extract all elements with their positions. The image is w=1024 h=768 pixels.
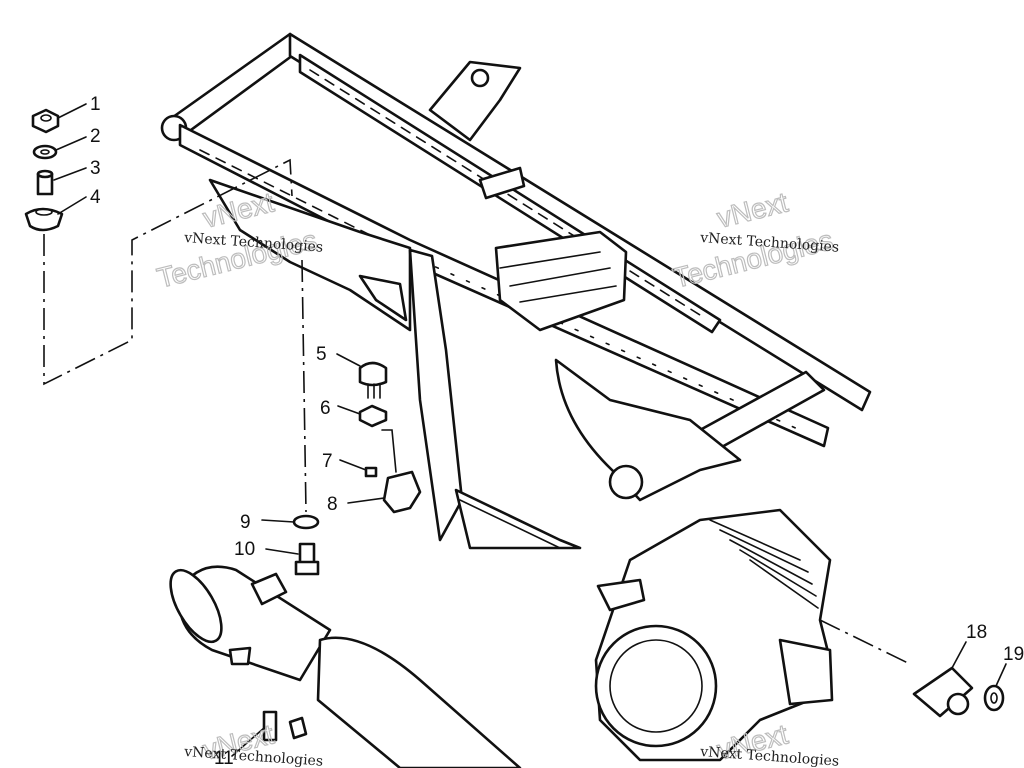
engine-assembly <box>594 508 834 762</box>
vehicle-frame <box>160 32 872 550</box>
watermark-top-right: vNext Technologies vNext Technologies <box>669 186 839 295</box>
callout-8: 8 <box>327 494 338 515</box>
callout-7: 7 <box>322 451 333 472</box>
callout-19: 19 <box>1003 644 1024 665</box>
callout-11: 11 <box>214 748 234 768</box>
fastener-parts <box>24 108 1005 742</box>
watermark-line1: vNext <box>714 186 791 233</box>
callout-18: 18 <box>966 622 987 643</box>
callout-3: 3 <box>90 158 101 179</box>
muffler-assembly <box>169 565 522 768</box>
callout-9: 9 <box>240 512 251 533</box>
callout-1: 1 <box>90 94 101 115</box>
callout-4: 4 <box>90 187 101 208</box>
leader-lines <box>43 103 1007 757</box>
callout-5: 5 <box>316 344 327 365</box>
callout-6: 6 <box>320 398 331 419</box>
callout-labels: 1 2 3 4 5 6 7 8 9 10 11 18 19 <box>90 94 1024 768</box>
callout-2: 2 <box>90 126 101 147</box>
watermark-bottom-right: vNext vNext Technologies <box>699 718 840 768</box>
callout-10: 10 <box>234 539 255 560</box>
